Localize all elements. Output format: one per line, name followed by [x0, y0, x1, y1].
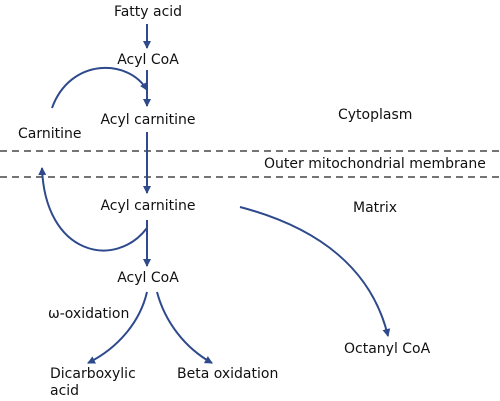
arrow-carnitine-return [38, 167, 148, 252]
label-fatty-acid: Fatty acid [113, 4, 183, 20]
label-dicarboxylic-acid: acid [50, 383, 80, 399]
arrow-to-beta-oxidation [156, 291, 213, 364]
arrow-carnitine-loop-top [51, 66, 148, 109]
label-acyl-carnitine-matrix: Acyl carnitine [100, 198, 196, 214]
arrow-to-dicarboxylic-acid [87, 291, 148, 364]
label-acyl-coa-top: Acyl CoA [117, 52, 179, 68]
label-dicarboxylic: Dicarboxylic [50, 366, 136, 382]
label-acyl-carnitine-top: Acyl carnitine [100, 112, 196, 128]
label-acyl-coa-matrix: Acyl CoA [117, 270, 179, 286]
label-omega-oxidation: ω-oxidation [48, 306, 130, 322]
label-cytoplasm: Cytoplasm [338, 107, 413, 123]
label-beta-oxidation: Beta oxidation [177, 366, 279, 382]
label-outer-mitochondrial-membrane: Outer mitochondrial membrane [264, 156, 486, 172]
arrow-to-octanyl-coa [239, 206, 391, 337]
label-carnitine: Carnitine [18, 126, 82, 142]
label-matrix: Matrix [353, 200, 398, 216]
label-octanyl-coa: Octanyl CoA [344, 341, 431, 357]
